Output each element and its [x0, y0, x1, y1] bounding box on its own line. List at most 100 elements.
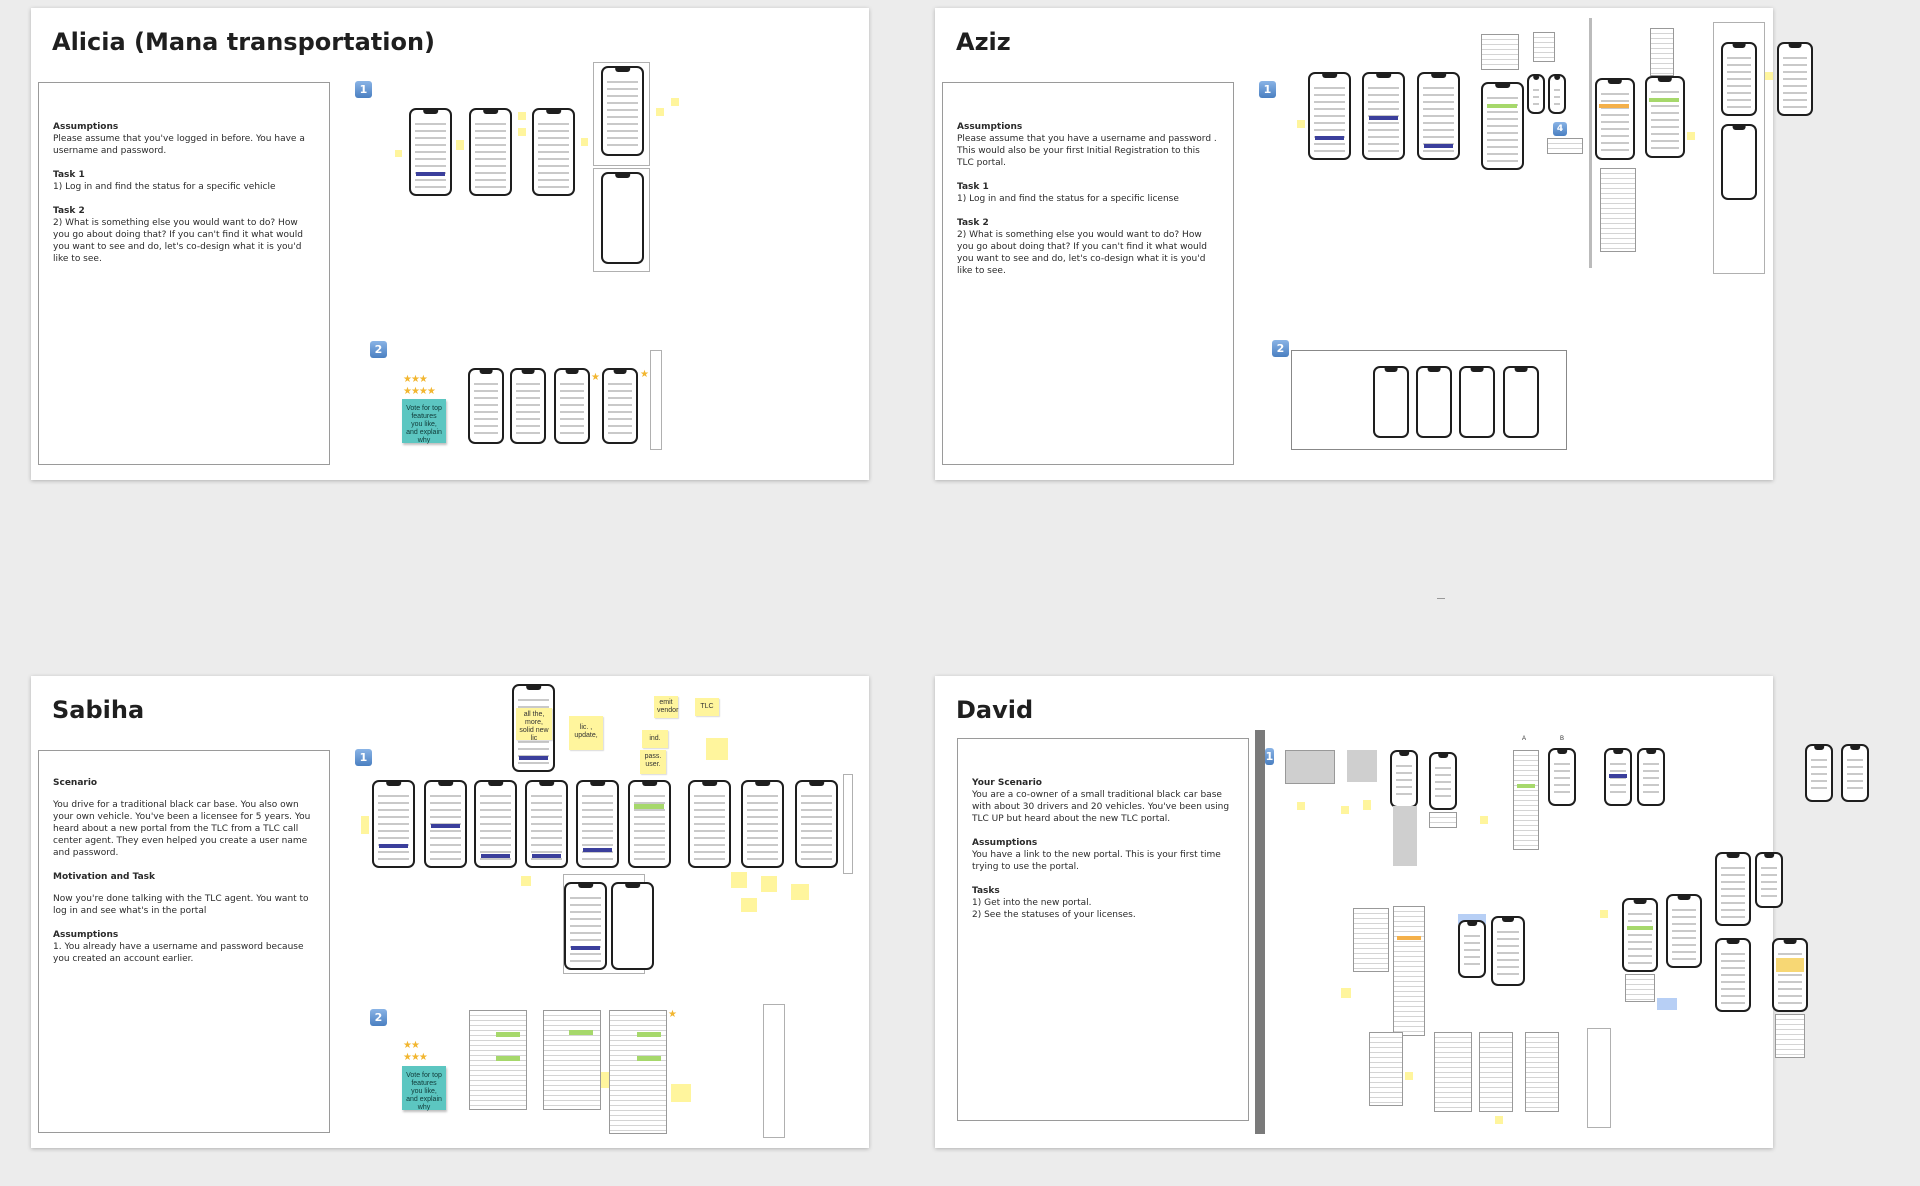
wireframe-phone[interactable] [468, 368, 504, 444]
annotation-card[interactable] [1353, 908, 1389, 972]
wireframe-phone[interactable] [1715, 852, 1751, 926]
screen-thumbnail[interactable] [1347, 750, 1377, 782]
sticky-note[interactable] [1341, 806, 1349, 814]
blank-phone[interactable] [1373, 366, 1409, 438]
step-badge-1[interactable]: 1 [1265, 748, 1274, 765]
vote-instructions-note[interactable]: Vote for top features you like, and expl… [402, 1066, 446, 1111]
wireframe-phone[interactable] [741, 780, 784, 868]
sticky-note[interactable] [1363, 800, 1371, 810]
wireframe-phone[interactable] [525, 780, 568, 868]
board-alicia[interactable]: Alicia (Mana transportation) Assumptions… [31, 8, 869, 480]
step-badge-2[interactable]: 2 [370, 1009, 387, 1026]
step-badge-1[interactable]: 1 [355, 81, 372, 98]
sticky-note[interactable] [1600, 910, 1608, 918]
sticky-note[interactable] [761, 876, 777, 892]
sticky-note[interactable] [395, 150, 402, 157]
sticky-note[interactable] [656, 108, 664, 116]
wireframe-phone[interactable] [576, 780, 619, 868]
screen-group-frame[interactable] [1713, 22, 1765, 274]
wireframe-phone[interactable] [1491, 916, 1525, 986]
wireframe-phone[interactable] [1595, 78, 1635, 160]
wireframe-phone[interactable] [1772, 938, 1808, 1012]
wireframe-phone[interactable] [424, 780, 467, 868]
blank-phone[interactable] [1503, 366, 1539, 438]
sticky-note[interactable] [671, 1084, 691, 1102]
wireframe-phone[interactable] [1777, 42, 1813, 116]
annotation-card[interactable] [1393, 906, 1425, 1036]
screen-thumbnail[interactable] [1285, 750, 1335, 784]
sticky-note[interactable] [1405, 1072, 1413, 1080]
sticky-note[interactable]: pass. user. [640, 750, 666, 774]
sticky-note[interactable]: all the, more, solid new lic [516, 708, 552, 742]
screen-group-frame[interactable] [763, 1004, 785, 1138]
wireframe-phone[interactable] [532, 108, 575, 196]
annotation-card[interactable] [1513, 750, 1539, 850]
annotation-card[interactable] [543, 1010, 601, 1110]
sticky-note[interactable] [1480, 816, 1488, 824]
sticky-note[interactable] [671, 98, 679, 106]
annotation-card[interactable] [609, 1010, 667, 1134]
wireframe-phone[interactable] [601, 66, 644, 156]
blank-phone[interactable] [1721, 124, 1757, 200]
wireframe-phone[interactable] [1604, 748, 1632, 806]
wireframe-phone[interactable] [1645, 76, 1685, 158]
wireframe-phone[interactable] [1715, 938, 1751, 1012]
annotation-card[interactable] [1479, 1032, 1513, 1112]
annotation-card[interactable] [1625, 974, 1655, 1002]
sticky-note[interactable] [1297, 802, 1305, 810]
wireframe-phone[interactable] [1362, 72, 1405, 160]
annotation-card[interactable] [1481, 34, 1519, 70]
annotation-card[interactable] [1533, 32, 1555, 62]
blank-phone[interactable] [611, 882, 654, 970]
step-badge-2[interactable]: 2 [370, 341, 387, 358]
wireframe-phone[interactable] [1841, 744, 1869, 802]
sticky-note[interactable]: ind. [642, 730, 668, 748]
wireframe-phone[interactable] [1637, 748, 1665, 806]
screen-group-frame[interactable] [593, 168, 650, 272]
wireframe-phone[interactable] [409, 108, 452, 196]
wireframe-phone[interactable] [795, 780, 838, 868]
annotation-card[interactable] [1650, 28, 1674, 76]
annotation-card[interactable] [1547, 138, 1583, 154]
vote-instructions-note[interactable]: Vote for top features you like, and expl… [402, 399, 446, 444]
sticky-note[interactable] [741, 898, 757, 912]
sticky-note[interactable] [1776, 958, 1804, 972]
wireframe-phone[interactable] [510, 368, 546, 444]
wireframe-phone[interactable] [1548, 74, 1566, 114]
wireframe-phone[interactable] [1666, 894, 1702, 968]
step-badge-1[interactable]: 1 [1259, 81, 1276, 98]
sticky-note[interactable]: TLC [695, 698, 719, 716]
sticky-note[interactable] [1765, 72, 1773, 80]
sticky-note[interactable] [731, 872, 747, 888]
screen-group-frame[interactable] [650, 350, 662, 450]
wireframe-phone[interactable] [1805, 744, 1833, 802]
wireframe-phone[interactable] [1622, 898, 1658, 972]
sticky-note[interactable] [1687, 132, 1695, 140]
annotation-card[interactable] [1429, 812, 1457, 828]
wireframe-phone[interactable] [1548, 748, 1576, 806]
screen-thumbnail[interactable] [1393, 806, 1417, 866]
wireframe-phone[interactable] [602, 368, 638, 444]
wireframe-phone[interactable] [474, 780, 517, 868]
sticky-note[interactable]: lic. , update, [569, 716, 603, 750]
step-badge-1[interactable]: 1 [355, 749, 372, 766]
annotation-card[interactable] [1434, 1032, 1472, 1112]
wireframe-phone[interactable] [1429, 752, 1457, 810]
wireframe-phone[interactable] [372, 780, 415, 868]
step-badge-2[interactable]: 2 [1272, 340, 1289, 357]
wireframe-phone[interactable] [1527, 74, 1545, 114]
annotation-card[interactable] [1775, 1014, 1805, 1058]
wireframe-phone[interactable] [1458, 920, 1486, 978]
sticky-note[interactable]: emit vendor [654, 696, 678, 718]
wireframe-phone[interactable] [469, 108, 512, 196]
wireframe-phone[interactable] [688, 780, 731, 868]
blank-phone[interactable] [1459, 366, 1495, 438]
annotation-card[interactable] [1525, 1032, 1559, 1112]
sticky-note[interactable] [706, 738, 728, 760]
wireframe-phone[interactable] [1417, 72, 1460, 160]
